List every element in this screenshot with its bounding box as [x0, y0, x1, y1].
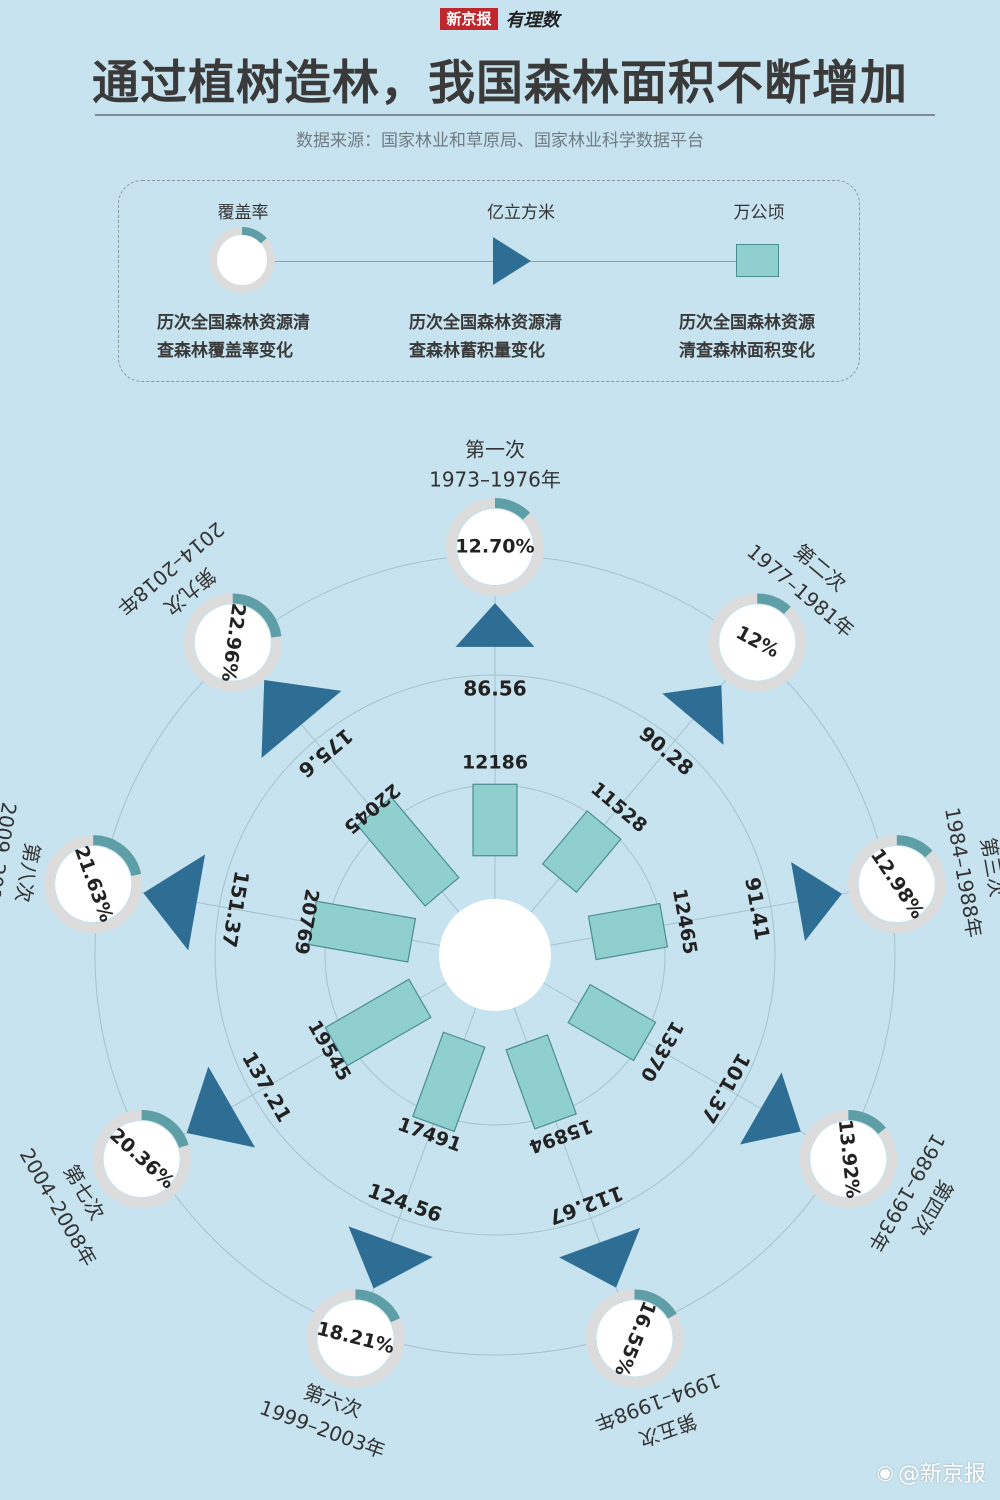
legend-label-area: 万公顷 [733, 203, 785, 223]
stock-triangle [261, 679, 342, 758]
coverage-ring-center [810, 1121, 887, 1197]
legend-label-stock: 亿立方米 [487, 203, 555, 223]
area-bar [356, 796, 460, 907]
stock-triangle [348, 1226, 433, 1289]
page-title: 通过植树造林，我国森林面积不断增加 [92, 56, 908, 111]
area-bar [307, 900, 417, 963]
stock-triangle-shape [455, 603, 535, 647]
area-bar-rect [541, 810, 622, 894]
area-bar-rect [307, 900, 417, 963]
coverage-label: 12.70% [455, 536, 534, 558]
survey-period: 1973–1976年 [429, 468, 561, 492]
area-bar [505, 1034, 577, 1130]
coverage-ring-track [44, 835, 143, 934]
stock-triangle-shape [143, 854, 206, 951]
legend-triangle-icon [493, 237, 531, 285]
stock-triangle [559, 1227, 641, 1288]
stock-label: 90.28 [634, 721, 698, 780]
legend-desc-area: 历次全国森林资源 清查森林面积变化 [679, 313, 815, 361]
coverage-ring-center [55, 846, 132, 923]
coverage-ring-center [194, 604, 271, 681]
area-bar-rect [567, 983, 657, 1062]
area-bar-rect [324, 978, 432, 1067]
area-bar [412, 1031, 486, 1133]
coverage-ring-arc [896, 835, 933, 858]
weibo-icon: ◉ [876, 1460, 894, 1484]
stock-triangle-shape [740, 1072, 801, 1145]
legend-box: 覆盖率 亿立方米 万公顷 历次全国森林资源清 查森林覆盖率变化 历次全国森林资源… [118, 180, 860, 382]
stock-triangle [455, 603, 535, 647]
stock-triangle [143, 854, 206, 951]
coverage-ring-arc [141, 1110, 189, 1149]
area-bar [541, 810, 622, 894]
survey-name: 第八次 [11, 841, 45, 904]
watermark-text: @新京报 [897, 1462, 986, 1487]
brand-sub-logo: 有理数 [505, 10, 560, 31]
stock-label: 86.56 [463, 677, 526, 701]
coverage-ring-center [457, 509, 533, 585]
area-label: 12465 [668, 887, 701, 956]
coverage-ring-center [858, 846, 935, 923]
legend-rect-icon [736, 244, 779, 277]
area-bar-rect [587, 902, 669, 961]
area-bar-rect [412, 1031, 486, 1133]
survey-name: 第一次 [465, 438, 525, 462]
stock-label: 112.67 [546, 1181, 627, 1230]
brand-header: 新京报 有理数 [0, 6, 1000, 32]
coverage-ring-center [719, 604, 796, 681]
coverage-ring-center [317, 1300, 394, 1377]
legend-desc-coverage: 历次全国森林资源清 查森林覆盖率变化 [157, 313, 310, 361]
area-bar-rect [356, 796, 460, 907]
coverage-ring-arc [494, 498, 531, 520]
legend-ring-icon [209, 227, 275, 293]
stock-label: 151.37 [217, 869, 254, 949]
survey-period: 1984–1988年 [940, 805, 987, 939]
title-divider [95, 114, 935, 116]
area-bar-rect [505, 1034, 577, 1130]
center-circle [439, 899, 551, 1011]
stock-triangle [740, 1072, 801, 1145]
stock-triangle-shape [559, 1227, 641, 1288]
stock-label: 101.37 [696, 1049, 755, 1128]
coverage-ring-arc [757, 593, 791, 615]
stock-triangle-shape [261, 679, 342, 758]
coverage-ring-arc [634, 1289, 677, 1319]
area-bar [324, 978, 432, 1067]
area-bar [472, 783, 518, 857]
stock-triangle [662, 685, 724, 745]
stock-label: 137.21 [237, 1047, 296, 1126]
stock-triangle [186, 1066, 256, 1148]
coverage-ring-arc [92, 835, 142, 877]
stock-triangle-shape [791, 862, 842, 942]
area-bar [567, 983, 657, 1062]
area-bar-rect [472, 783, 518, 857]
legend-desc-stock: 历次全国森林资源清 查森林蓄积量变化 [409, 313, 562, 361]
stock-label: 91.41 [740, 875, 775, 941]
stock-triangle [791, 862, 842, 942]
stock-triangle-shape [186, 1066, 256, 1148]
stock-triangle-shape [662, 685, 724, 745]
coverage-ring-arc [848, 1110, 886, 1135]
radial-chart: 1218611528124651337015894174911954520769… [0, 438, 1000, 1463]
watermark: ◉ @新京报 [877, 1456, 986, 1488]
area-bar [587, 902, 669, 961]
area-label: 12186 [462, 752, 528, 774]
stock-triangle-shape [348, 1226, 433, 1289]
coverage-ring-arc [355, 1289, 401, 1323]
brand-logo: 新京报 [440, 8, 498, 30]
legend-label-coverage: 覆盖率 [217, 203, 269, 223]
coverage-ring-center [596, 1300, 673, 1377]
coverage-ring-arc [232, 593, 282, 638]
data-source: 数据来源：国家林业和草原局、国家林业科学数据平台 [296, 131, 704, 151]
coverage-ring-center [103, 1121, 180, 1197]
